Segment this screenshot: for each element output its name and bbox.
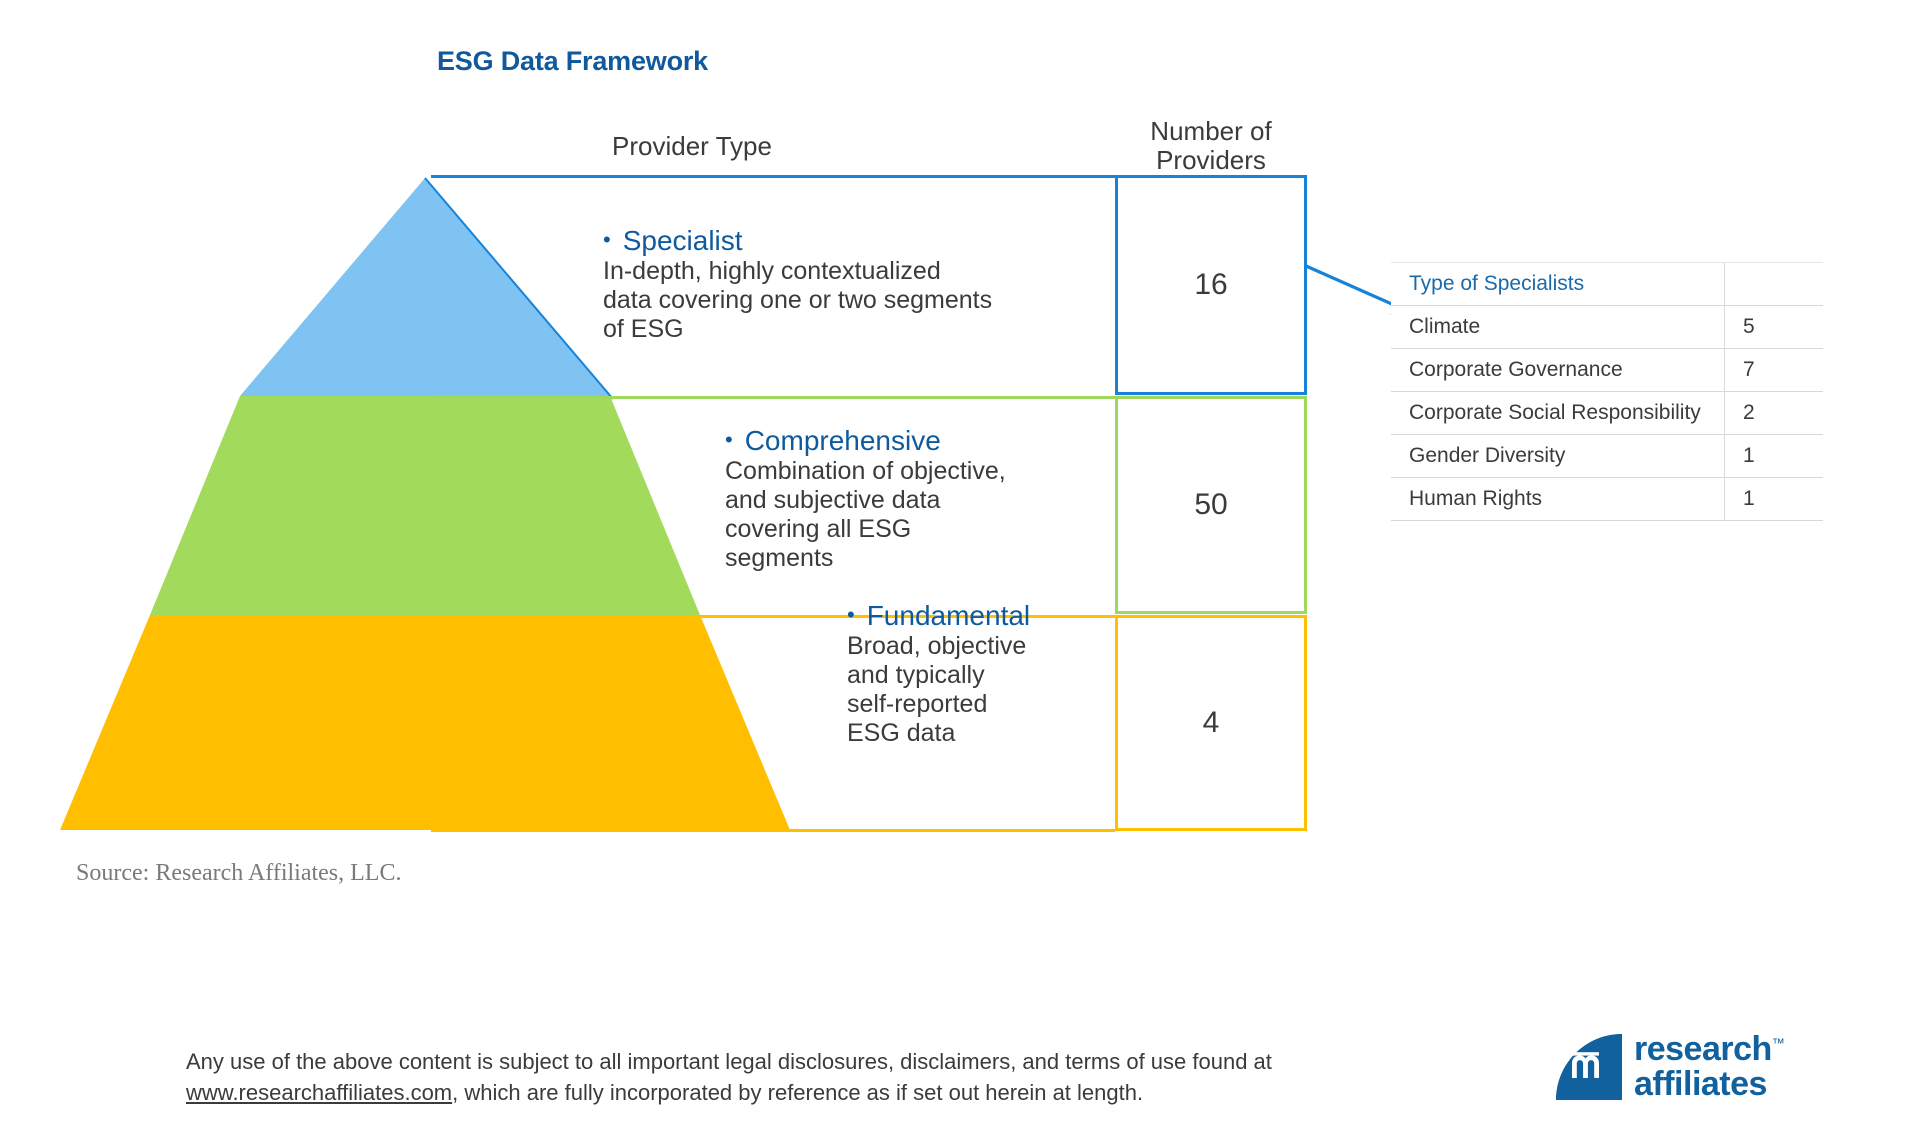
row-rule-fundamental-bottom	[431, 829, 1115, 832]
number-value-comprehensive: 50	[1194, 488, 1228, 521]
description-line: of ESG	[603, 315, 684, 344]
page-title: ESG Data Framework	[437, 46, 709, 76]
term-specialist: Specialist	[622, 225, 743, 256]
row-rule-fundamental-top	[431, 615, 1115, 618]
column-header-number-of-providers-line1: Number of	[1150, 116, 1272, 146]
specialist-count: 7	[1724, 348, 1823, 392]
trademark-icon: ™	[1771, 1035, 1785, 1051]
specialist-type: Corporate Governance	[1391, 348, 1725, 392]
specialist-type: Climate	[1391, 305, 1725, 349]
pyramid-band-specialist	[240, 178, 610, 396]
description-line: covering all ESG	[725, 515, 912, 544]
description-line: self-reported	[847, 690, 988, 719]
table-row: Climate 5	[1391, 305, 1823, 349]
description-line: and typically	[847, 661, 985, 690]
research-affiliates-logo: research™ affiliates	[1556, 1030, 1785, 1103]
logo-wordmark-line2: affiliates	[1634, 1064, 1767, 1103]
pyramid-band-comprehensive	[150, 396, 700, 615]
description-line: In-depth, highly contextualized	[603, 257, 941, 286]
table-header-type: Type of Specialists	[1391, 262, 1725, 306]
pyramid-apex-edge	[424, 177, 614, 400]
specialist-count: 2	[1724, 391, 1823, 435]
research-affiliates-link[interactable]: www.researchaffiliates.com	[186, 1080, 453, 1106]
specialists-table: Type of Specialists Climate 5 Corporate …	[1391, 262, 1823, 521]
table-header-row: Type of Specialists	[1391, 262, 1823, 306]
logo-wordmark-line1: research™	[1634, 1030, 1785, 1068]
column-header-provider-type: Provider Type	[612, 131, 772, 161]
bullet-icon: •	[603, 227, 611, 252]
term-comprehensive: Comprehensive	[744, 425, 941, 456]
specialist-count: 1	[1724, 434, 1823, 478]
bullet-line-specialist: • Specialist	[603, 225, 992, 257]
disclaimer-text: Any use of the above content is subject …	[186, 1046, 1326, 1108]
table-header-count	[1724, 262, 1823, 306]
number-value-specialist: 16	[1194, 268, 1228, 301]
number-box-comprehensive: 50	[1115, 396, 1307, 614]
term-fundamental: Fundamental	[866, 600, 1031, 631]
description-body-specialist: In-depth, highly contextualized data cov…	[603, 257, 992, 344]
description-line: Broad, objective	[847, 632, 1027, 661]
source-note: Source: Research Affiliates, LLC.	[76, 860, 402, 886]
specialist-count: 5	[1724, 305, 1823, 349]
logo-wordmark: research™ affiliates	[1634, 1030, 1785, 1103]
specialist-type: Corporate Social Responsibility	[1391, 391, 1725, 435]
column-header-number-of-providers-line2: Providers	[1156, 145, 1266, 176]
row-rule-comprehensive-top	[431, 396, 1115, 399]
number-value-fundamental: 4	[1202, 706, 1220, 739]
description-body-comprehensive: Combination of objective, and subjective…	[725, 457, 1006, 573]
table-row: Corporate Social Responsibility 2	[1391, 391, 1823, 435]
number-box-fundamental: 4	[1115, 615, 1307, 831]
table-row: Human Rights 1	[1391, 477, 1823, 521]
table-row: Gender Diversity 1	[1391, 434, 1823, 478]
bullet-icon: •	[847, 602, 855, 627]
description-line: and subjective data	[725, 486, 941, 515]
bullet-line-fundamental: • Fundamental	[847, 600, 1030, 632]
description-comprehensive: • Comprehensive Combination of objective…	[725, 425, 1006, 573]
disclaimer-line2: , which are fully incorporated by refere…	[452, 1080, 1144, 1106]
description-line: ESG data	[847, 719, 956, 748]
description-body-fundamental: Broad, objective and typically self-repo…	[847, 632, 1030, 748]
column-header-number-of-providers: Number of Providers	[1115, 116, 1307, 176]
logo-monogram-icon	[1556, 1033, 1622, 1100]
number-box-specialist: 16	[1115, 175, 1307, 395]
pyramid-band-fundamental	[60, 615, 790, 830]
description-specialist: • Specialist In-depth, highly contextual…	[603, 225, 992, 344]
bullet-icon: •	[725, 427, 733, 452]
row-rule-specialist-top	[431, 175, 1115, 178]
disclaimer-line1: Any use of the above content is subject …	[186, 1049, 1272, 1074]
specialist-type: Human Rights	[1391, 477, 1725, 521]
description-line: data covering one or two segments	[603, 286, 993, 315]
description-fundamental: • Fundamental Broad, objective and typic…	[847, 600, 1030, 748]
description-line: segments	[725, 544, 834, 573]
specialist-count: 1	[1724, 477, 1823, 521]
table-row: Corporate Governance 7	[1391, 348, 1823, 392]
bullet-line-comprehensive: • Comprehensive	[725, 425, 1006, 457]
specialist-type: Gender Diversity	[1391, 434, 1725, 478]
description-line: Combination of objective,	[725, 457, 1006, 486]
